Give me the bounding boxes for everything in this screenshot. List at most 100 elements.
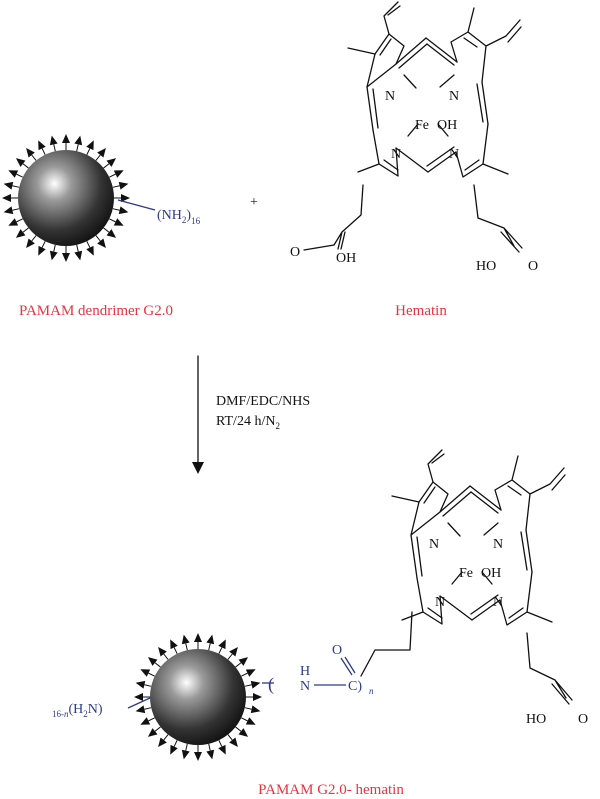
dendrimer-surface-group: [140, 669, 151, 677]
dendrimer-branch: [163, 734, 169, 741]
propionic-chain-right: [526, 632, 573, 705]
dendrimer-branch: [148, 672, 155, 677]
dendrimer-branch: [148, 717, 155, 722]
product-label: PAMAM G2.0- hematin: [258, 782, 404, 798]
hydroxyl-on-iron: OH: [437, 118, 457, 133]
nitrogen-atom: N: [449, 89, 459, 104]
nitrogen-atom: N: [493, 595, 503, 610]
linker-open-paren: (: [268, 674, 274, 695]
dendrimer-label: PAMAM dendrimer G2.0: [19, 303, 173, 319]
dendrimer-surface-group: [147, 657, 158, 666]
acid-bond-left: [303, 244, 335, 251]
dendrimer-branch: [41, 241, 46, 248]
product-hematin-structure: N N N N Fe OH O HO: [391, 449, 588, 727]
dendrimer-branch: [112, 208, 120, 211]
dendrimer-branch: [95, 154, 101, 161]
linker-carbonyl-bond: [340, 656, 356, 676]
carbonyl-oxygen-right: O: [528, 259, 538, 274]
dendrimer-surface-group: [238, 728, 249, 737]
dendrimer-branch: [185, 743, 188, 751]
dendrimer-surface-group: [250, 705, 261, 714]
dendrimer-branch: [208, 743, 211, 751]
propionic-chain-left: [333, 184, 364, 250]
dendrimer-surface-group: [218, 744, 226, 755]
product-dendrimer-sphere: [134, 633, 262, 761]
propionic-chain-right: [473, 184, 523, 253]
dendrimer-surface-group: [135, 680, 146, 689]
dendrimer-branch: [41, 148, 46, 155]
carbonyl-oxygen-left: O: [290, 245, 300, 260]
dendrimer-surface-group: [140, 717, 151, 725]
dendrimer-surface-group: [15, 229, 26, 238]
dendrimer-core: [150, 649, 246, 745]
dendrimer-surface-group: [134, 693, 143, 701]
dendrimer-surface-group: [113, 170, 124, 178]
dendrimer-surface-group: [3, 206, 14, 215]
dendrimer-branch: [218, 740, 223, 747]
dendrimer-branch: [241, 717, 248, 722]
dendrimer-branch: [86, 148, 91, 155]
dendrimer-surface-group: [218, 639, 226, 650]
dendrimer-surface-group: [194, 633, 202, 642]
dendrimer-branch: [103, 163, 110, 169]
dendrimer-surface-group: [106, 158, 117, 167]
dendrimer-surface-group: [86, 245, 94, 256]
dendrimer-branch: [185, 643, 188, 651]
dendrimer-surface-group: [62, 253, 70, 262]
dendrimer-surface-group: [74, 135, 83, 146]
dendrimer-surface-group: [62, 134, 70, 143]
dendrimer-branch: [76, 144, 79, 152]
dendrimer-branch: [22, 227, 29, 233]
dendrimer-branch: [109, 218, 116, 223]
dendrimer-branch: [227, 653, 233, 660]
dendrimer-surface-group: [26, 238, 35, 249]
dendrimer-branch: [53, 244, 56, 252]
dendrimer-surface-group: [97, 147, 106, 158]
dendrimer-branch: [244, 707, 252, 710]
dendrimer-surface-group: [245, 717, 256, 725]
dendrimer-surface-group: [118, 206, 129, 215]
iron-atom: Fe: [415, 118, 429, 133]
dendrimer-branch: [235, 726, 242, 732]
dendrimer-branch: [244, 684, 252, 687]
dendrimer-surface-group: [229, 737, 238, 748]
dendrimer-branch: [154, 662, 161, 668]
dendrimer-surface-group: [170, 744, 178, 755]
free-amine-bond: [127, 697, 151, 709]
dendrimer-branch: [109, 173, 116, 178]
dendrimer-surface-group: [158, 737, 167, 748]
dendrimer-surface-group: [118, 181, 129, 190]
nitrogen-atom: N: [385, 89, 395, 104]
dendrimer-branch: [163, 653, 169, 660]
dendrimer-branch: [103, 227, 110, 233]
dendrimer-surface-group: [194, 752, 202, 761]
dendrimer-branch: [173, 647, 178, 654]
dendrimer-branch: [95, 235, 101, 242]
dendrimer-surface-group: [238, 657, 249, 666]
dendrimer-surface-group: [97, 238, 106, 249]
dendrimer-surface-group: [181, 634, 190, 645]
dendrimer-core: [18, 150, 114, 246]
dendrimer-surface-group: [206, 634, 215, 645]
reaction-arrow-head: [192, 462, 204, 474]
linker-hydrogen: H: [300, 664, 310, 679]
hydroxyl-left: OH: [336, 251, 356, 266]
linker-repeat-n: n: [369, 686, 374, 696]
dendrimer-branch: [12, 185, 20, 188]
dendrimer-surface-group: [15, 158, 26, 167]
dendrimer-surface-group: [121, 194, 130, 202]
amine-group-label: (NH2)16: [157, 208, 201, 226]
dendrimer-surface-group: [26, 147, 35, 158]
dendrimer-surface-group: [8, 170, 19, 178]
dendrimer-surface-group: [229, 646, 238, 657]
dendrimer-surface-group: [2, 194, 11, 202]
hematin-label: Hematin: [395, 303, 447, 319]
condition-reagents: DMF/EDC/NHS: [216, 394, 310, 409]
dendrimer-surface-group: [49, 250, 58, 261]
amine-bond: [117, 199, 156, 211]
dendrimer-branch: [16, 218, 23, 223]
dendrimer-surface-group: [74, 250, 83, 261]
dendrimer-surface-group: [38, 140, 46, 151]
dendrimer-surface-group: [147, 728, 158, 737]
